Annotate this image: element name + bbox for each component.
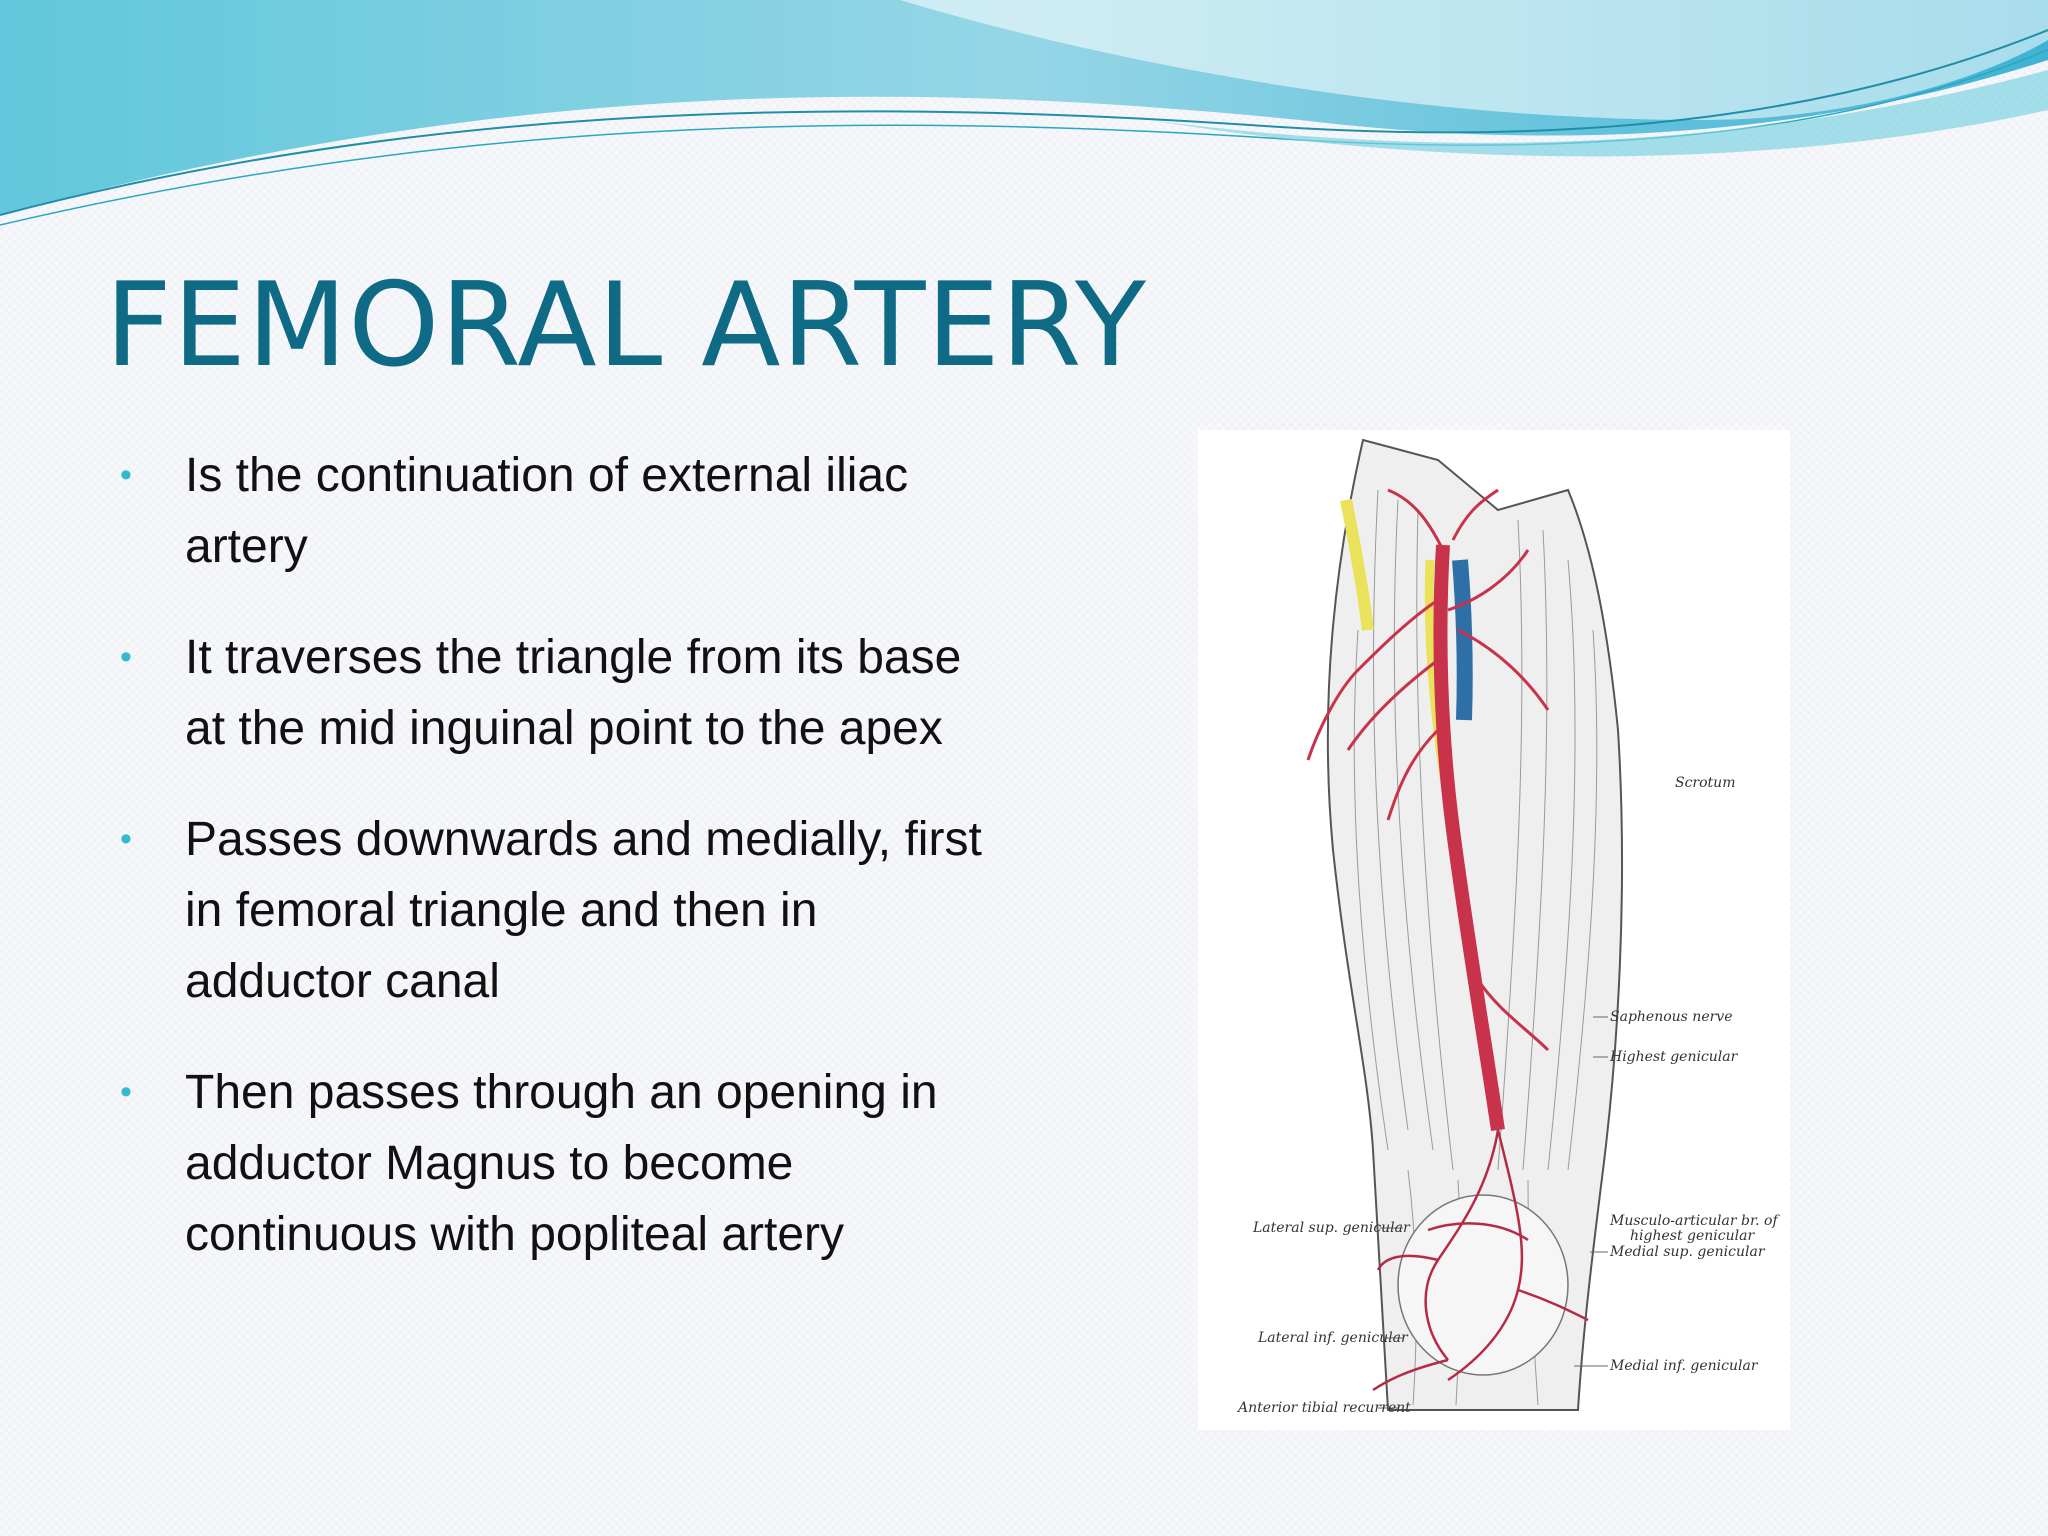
bullet-item: • Passes downwards and medially, first i… bbox=[120, 804, 1000, 1017]
bullet-text: Is the continuation of external iliac ar… bbox=[185, 449, 909, 573]
anatomy-illustration: Scrotum Saphenous nerve Highest genicula… bbox=[1198, 430, 1790, 1430]
knee-region bbox=[1397, 1194, 1569, 1376]
label-medial-inf-genicular: Medial inf. genicular bbox=[1609, 1358, 1759, 1374]
bullet-dot-icon: • bbox=[120, 638, 132, 676]
femoral-vein-path bbox=[1452, 559, 1473, 721]
muscle-fibers bbox=[1353, 489, 1598, 1406]
label-medial-sup-genicular: Medial sup. genicular bbox=[1609, 1244, 1766, 1260]
label-saphenous-nerve: Saphenous nerve bbox=[1610, 1009, 1733, 1025]
bullet-item: • Then passes through an opening in addu… bbox=[120, 1057, 1000, 1270]
label-lateral-sup-genicular: Lateral sup. genicular bbox=[1252, 1220, 1411, 1236]
bullet-text: Passes downwards and medially, first in … bbox=[185, 813, 982, 1008]
femoral-artery-path bbox=[1433, 544, 1505, 1132]
label-scrotum: Scrotum bbox=[1675, 775, 1735, 791]
label-anterior-tibial-recurrent: Anterior tibial recurrent bbox=[1236, 1400, 1411, 1416]
thigh-drawing: Scrotum Saphenous nerve Highest genicula… bbox=[1236, 438, 1780, 1416]
bullet-item: • Is the continuation of external iliac … bbox=[120, 440, 1000, 582]
bullet-dot-icon: • bbox=[120, 820, 132, 858]
slide-title: FEMORAL ARTERY bbox=[105, 258, 1147, 393]
bullet-list: • Is the continuation of external iliac … bbox=[120, 440, 1000, 1310]
label-musculo-articular-cont: highest genicular bbox=[1630, 1228, 1755, 1244]
bullet-text: It traverses the triangle from its base … bbox=[185, 631, 962, 755]
header-wave-decoration bbox=[0, 0, 2048, 226]
genicular-anastomosis bbox=[1372, 1129, 1589, 1392]
bullet-text: Then passes through an opening in adduct… bbox=[185, 1066, 938, 1261]
artery-branches bbox=[1306, 488, 1550, 1052]
label-leaders bbox=[1378, 1016, 1608, 1409]
label-highest-genicular: Highest genicular bbox=[1609, 1049, 1739, 1065]
bullet-dot-icon: • bbox=[120, 456, 132, 494]
bullet-item: • It traverses the triangle from its bas… bbox=[120, 622, 1000, 764]
femoral-nerve-path bbox=[1340, 498, 1374, 631]
bullet-dot-icon: • bbox=[120, 1073, 132, 1111]
label-lateral-inf-genicular: Lateral inf. genicular bbox=[1257, 1330, 1409, 1346]
label-musculo-articular: Musculo-articular br. of bbox=[1609, 1213, 1780, 1229]
